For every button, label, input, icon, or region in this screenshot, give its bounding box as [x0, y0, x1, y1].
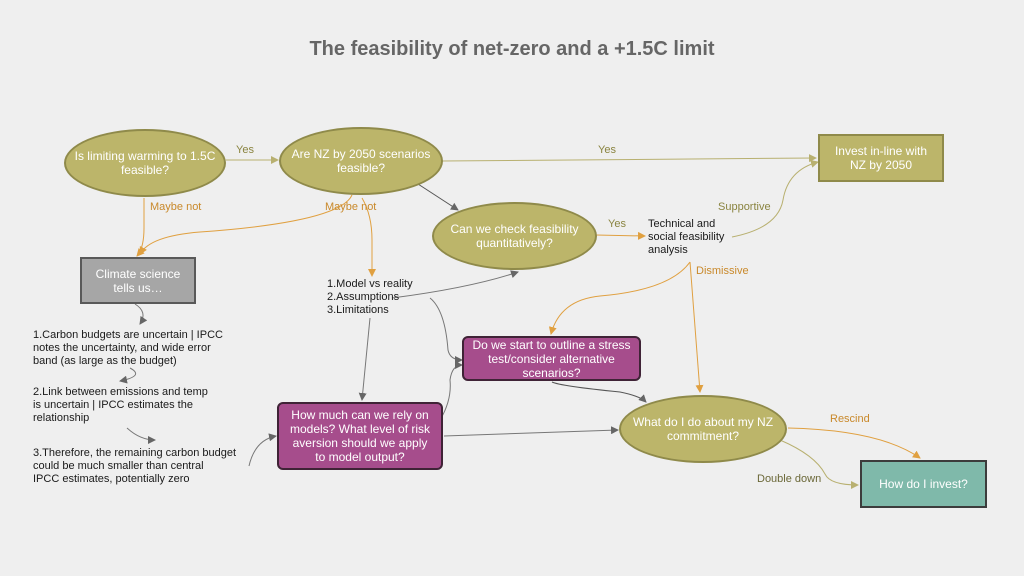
arrow-nz2050-to-invest	[441, 154, 817, 163]
text-climate-point-1: 1.Carbon budgets are uncertain | IPCC no…	[33, 329, 223, 367]
arrow-climate-to-point1	[134, 303, 148, 325]
arrow-point3-to-rely	[248, 433, 277, 467]
arrow-tech-to-stress	[548, 261, 691, 335]
text-climate-point-2: 2.Link between emissions and temp is unc…	[33, 386, 208, 424]
node-check-quantitatively: Can we check feasibility quantitatively?	[432, 202, 597, 270]
arrow-rely-to-nzcommit	[443, 426, 619, 437]
arrow-rely-to-stress	[439, 361, 463, 421]
label-yes-3: Yes	[608, 218, 626, 230]
node-nz-commitment: What do I do about my NZ commitment?	[619, 395, 787, 463]
arrow-nzcommit-to-howinvest-rescind	[787, 427, 921, 459]
label-supportive: Supportive	[718, 201, 771, 213]
node-limit-warming: Is limiting warming to 1.5C feasible?	[64, 129, 226, 197]
label-rescind: Rescind	[830, 413, 870, 425]
page-title: The feasibility of net-zero and a +1.5C …	[309, 38, 715, 60]
arrow-limit-to-climate	[136, 198, 145, 257]
arrow-point2-to-point3	[126, 427, 156, 444]
label-yes-1: Yes	[236, 144, 254, 156]
arrow-nz2050-to-modellist	[361, 197, 376, 277]
arrow-tech-to-invest	[731, 159, 819, 238]
arrow-tech-to-nzcommit	[689, 261, 704, 393]
arrow-point1-to-point2	[119, 367, 137, 384]
label-yes-2: Yes	[598, 144, 616, 156]
text-model-list: 1.Model vs reality 2.Assumptions 3.Limit…	[327, 278, 413, 316]
text-climate-point-3: 3.Therefore, the remaining carbon budget…	[33, 447, 237, 485]
label-dismissive: Dismissive	[696, 265, 749, 277]
node-nz2050-feasible: Are NZ by 2050 scenarios feasible?	[279, 127, 443, 195]
arrow-modellist-to-check	[391, 270, 519, 299]
node-stress-test: Do we start to outline a stress test/con…	[462, 336, 641, 381]
arrow-check-to-tech	[595, 231, 646, 240]
arrow-nz2050-to-climate	[139, 194, 353, 255]
label-maybe-not-2: Maybe not	[325, 201, 377, 213]
label-maybe-not-1: Maybe not	[150, 201, 202, 213]
node-how-invest: How do I invest?	[860, 460, 987, 508]
arrow-modellist-to-stress	[429, 297, 463, 364]
node-climate-science: Climate science tells us…	[80, 257, 196, 304]
arrow-nz2050-to-check	[417, 183, 459, 211]
text-tech-social-analysis: Technical and social feasibility analysi…	[648, 218, 725, 256]
arrow-stress-to-nzcommit	[551, 381, 647, 403]
label-double-down: Double down	[757, 473, 822, 485]
arrow-nzcommit-to-howinvest-doubledown	[779, 439, 859, 489]
node-invest-nz2050: Invest in-line with NZ by 2050	[818, 134, 944, 182]
arrow-modellist-to-rely	[358, 317, 371, 401]
node-rely-on-models: How much can we rely on models? What lev…	[277, 402, 443, 470]
